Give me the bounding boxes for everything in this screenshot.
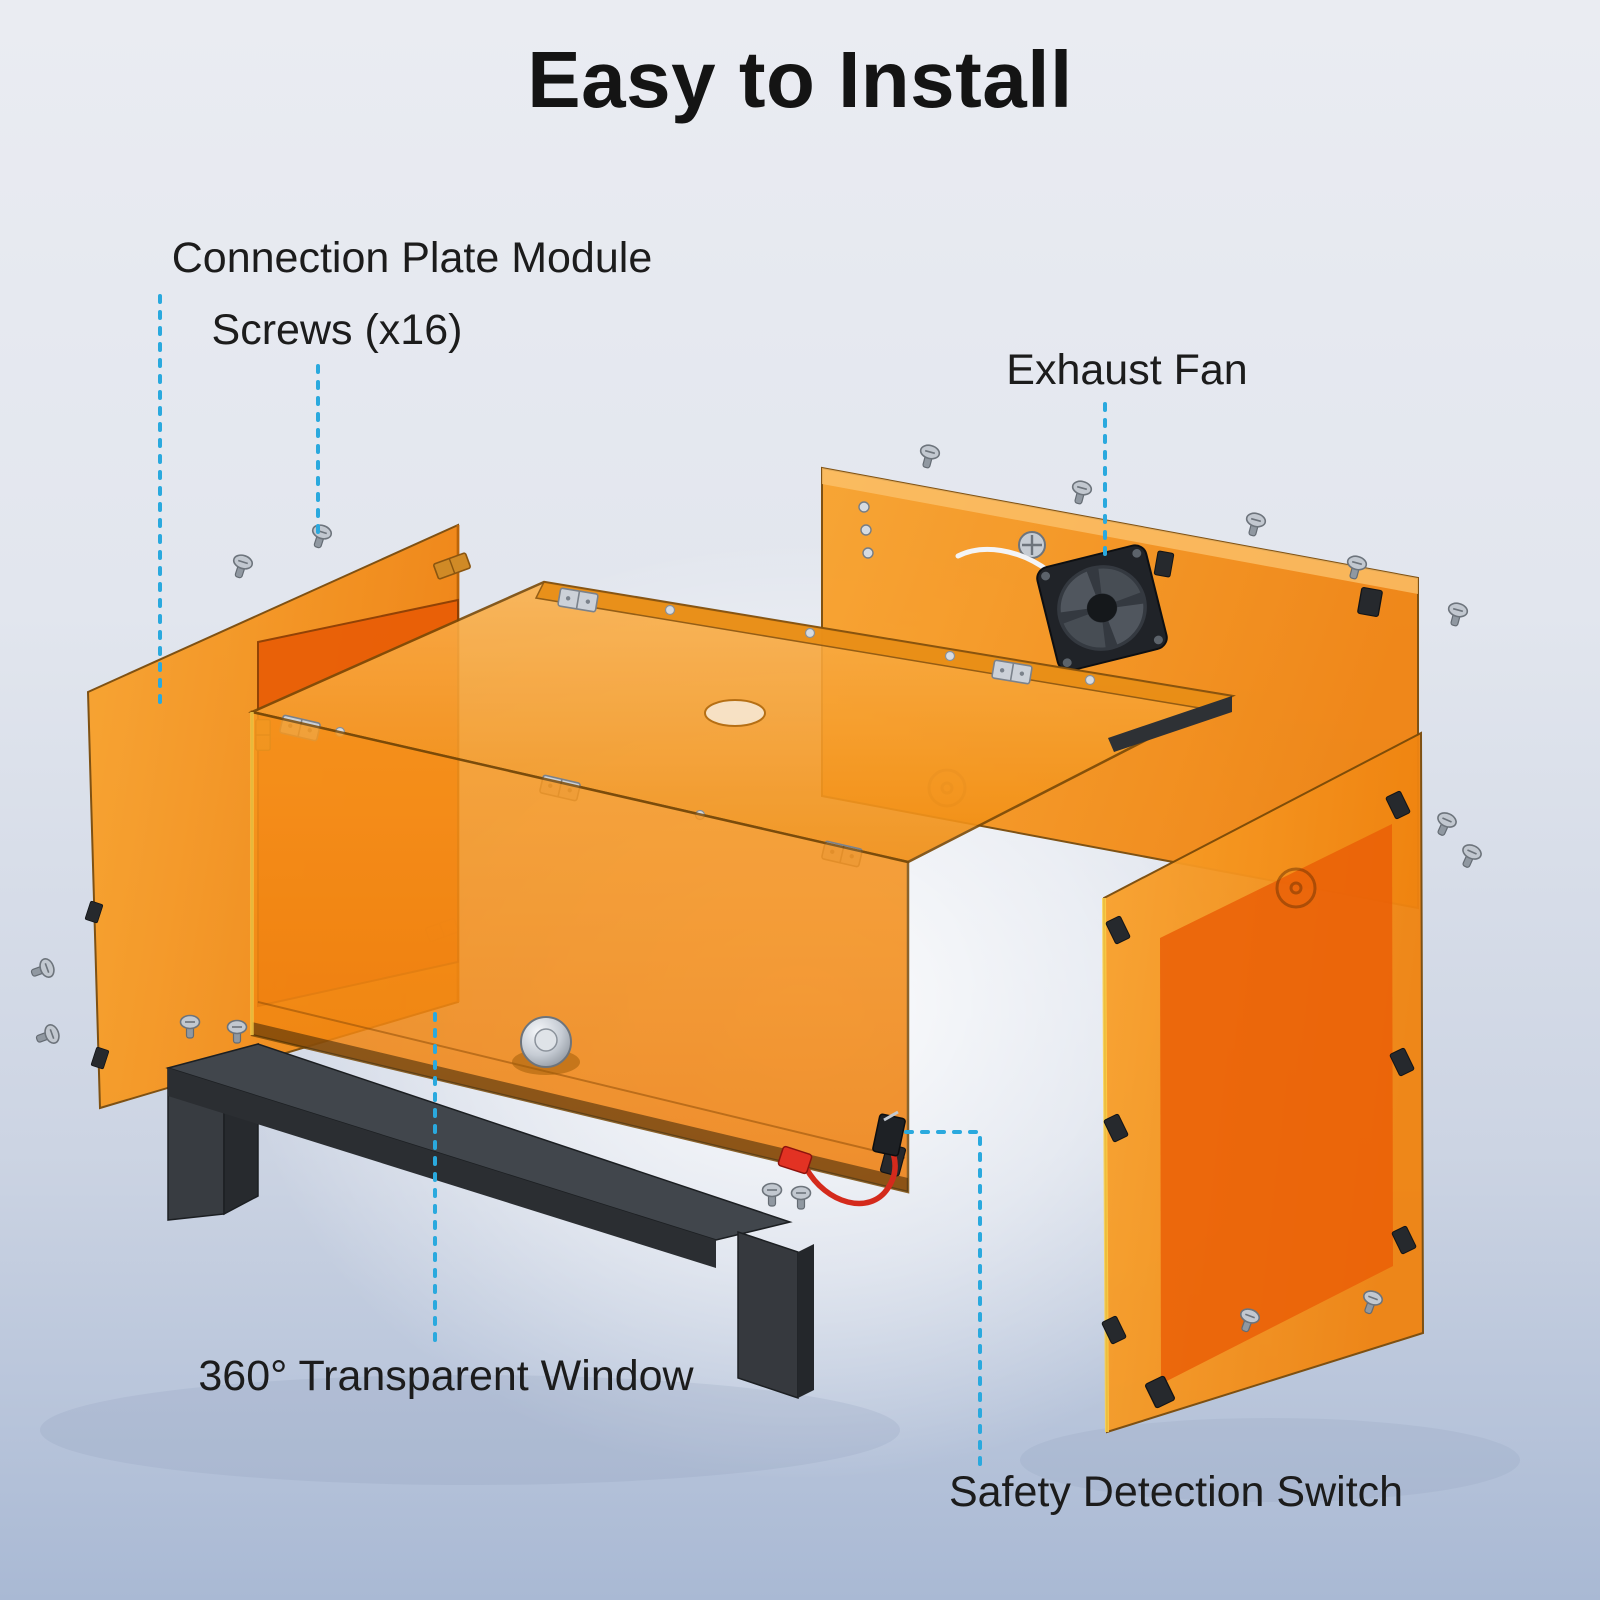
cross-screw	[1018, 531, 1046, 559]
fan-wire	[955, 546, 1053, 575]
ground-shadow-left	[40, 1375, 900, 1485]
ground-shadow-right	[1020, 1418, 1520, 1502]
label-360-transparent-window: 360° Transparent Window	[198, 1352, 694, 1400]
top-lid	[248, 580, 1236, 868]
leader-lines	[158, 294, 1107, 1466]
right-side-panel	[1101, 731, 1425, 1434]
exhaust-fan	[1036, 544, 1168, 672]
door-knob	[512, 1016, 580, 1075]
right-vent	[1275, 867, 1317, 909]
front-window-panel	[250, 710, 910, 1194]
label-safety-detection-switch: Safety Detection Switch	[948, 1468, 1404, 1516]
leader-safety-switch	[904, 1130, 982, 1466]
page-title: Easy to Install	[527, 35, 1073, 124]
label-connection-plate-module: Connection Plate Module	[171, 234, 653, 282]
label-exhaust-fan: Exhaust Fan	[1006, 346, 1248, 394]
base-frame	[165, 1042, 814, 1400]
label-screws-x16: Screws (x16)	[211, 306, 463, 354]
lid-hole	[704, 699, 766, 727]
safety-detection-switch	[777, 1110, 906, 1207]
